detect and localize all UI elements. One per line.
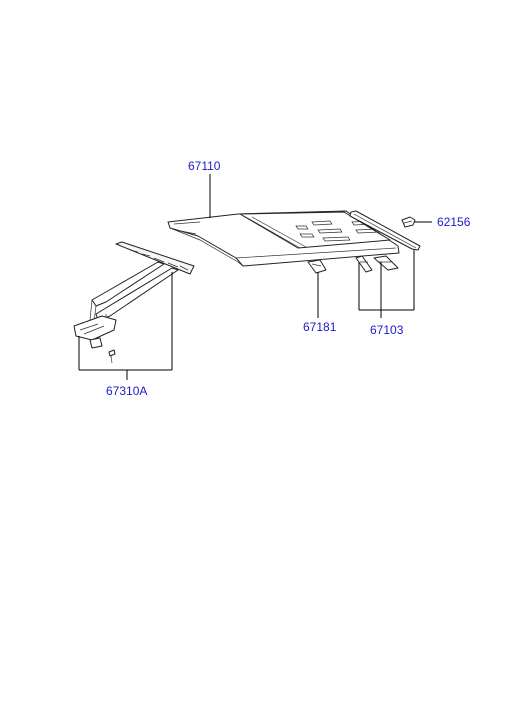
leader-right-rail	[358, 250, 415, 318]
left-rail-base-plate	[73, 315, 117, 341]
right-rail-part	[349, 210, 421, 273]
callout-left-rail: 67310A	[106, 384, 147, 398]
left-rail-guide	[115, 241, 195, 275]
roof-panel-raised-ridge	[243, 215, 307, 249]
callout-roof-panel: 67110	[188, 159, 221, 173]
callout-clip: 67181	[303, 320, 337, 334]
roof-panel-lip	[169, 227, 397, 267]
clip-detail	[311, 263, 322, 267]
left-rail-tab	[89, 337, 103, 349]
left-rail-part	[73, 241, 195, 364]
leader-lines	[78, 174, 432, 380]
callout-right-rail: 67103	[370, 323, 404, 337]
left-rail-arm-upper	[91, 261, 165, 307]
leader-left-rail	[78, 272, 173, 380]
callout-bracket: 62156	[437, 215, 471, 229]
right-rail-channel-b	[373, 255, 399, 271]
bracket-detail	[403, 220, 413, 224]
roof-panel-corner	[173, 221, 201, 235]
screw-icon	[108, 349, 116, 364]
left-rail-guide-hatch	[129, 249, 189, 271]
roof-panel-part	[167, 210, 400, 267]
bracket-part	[401, 216, 416, 228]
clip-part	[307, 259, 327, 274]
right-rail-strip-line	[353, 213, 417, 249]
right-rail-channel-a	[355, 255, 373, 273]
left-rail-base-detail	[79, 323, 105, 335]
clip-body	[307, 259, 327, 274]
roof-panel-raised-section	[239, 211, 391, 249]
